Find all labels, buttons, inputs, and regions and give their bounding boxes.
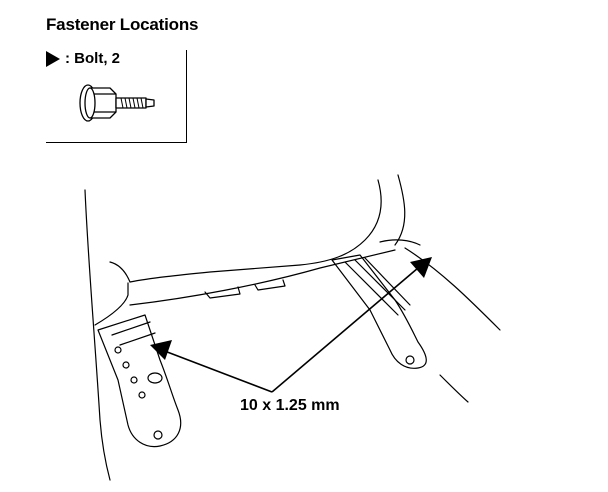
legend-label: : Bolt, 2: [65, 50, 120, 67]
bolt-icon: [79, 84, 155, 122]
legend-row: : Bolt, 2: [46, 50, 120, 67]
bolt-arrow-left: [150, 340, 172, 360]
page-title: Fastener Locations: [46, 15, 199, 34]
fastener-legend: : Bolt, 2: [46, 50, 187, 143]
arrow-marker-icon: [46, 50, 60, 67]
bolt-size-callout: 10 x 1.25 mm: [240, 397, 340, 414]
bolt-arrow-right: [410, 257, 432, 278]
